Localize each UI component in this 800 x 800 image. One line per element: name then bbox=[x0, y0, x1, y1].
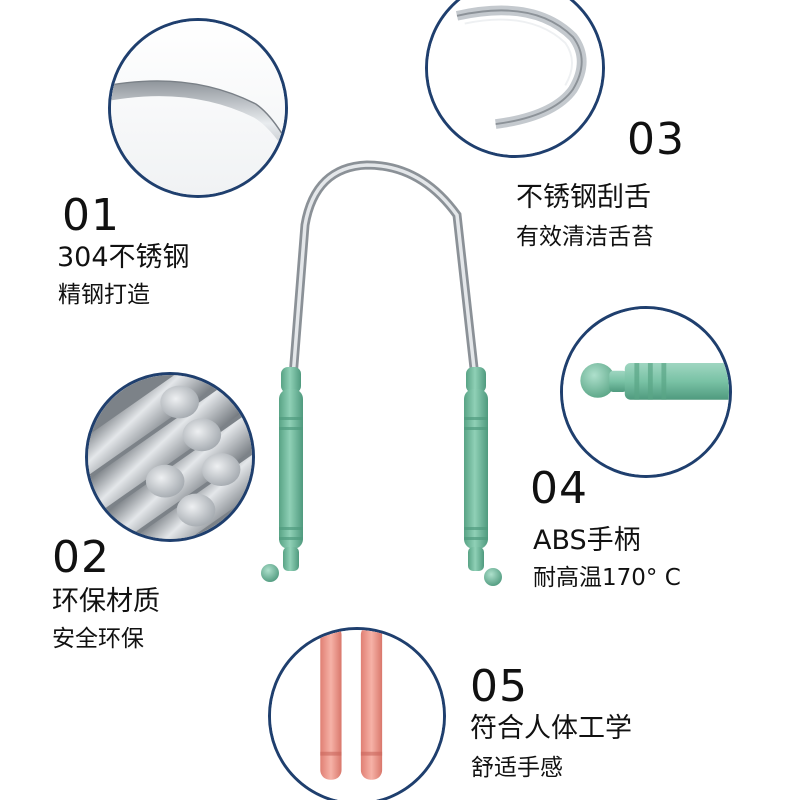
tongue-scraper-icon bbox=[235, 155, 525, 595]
feature-02-title: 环保材质 bbox=[52, 586, 160, 617]
scraper-edge-closeup-icon bbox=[425, 0, 605, 158]
feature-03-subtitle: 有效清洁舌苔 bbox=[516, 224, 654, 250]
feature-05-subtitle: 舒适手感 bbox=[471, 755, 563, 781]
handle-tip-closeup-icon bbox=[560, 306, 732, 478]
feature-05-title: 符合人体工学 bbox=[470, 713, 632, 744]
pink-handles-icon bbox=[268, 627, 446, 800]
feature-01-title: 304不锈钢 bbox=[57, 242, 190, 273]
feature-02-subtitle: 安全环保 bbox=[52, 626, 144, 652]
feature-02-number: 02 bbox=[52, 532, 110, 583]
feature-05-number: 05 bbox=[470, 661, 528, 712]
feature-01-subtitle: 精钢打造 bbox=[58, 282, 150, 308]
feature-04-subtitle: 耐高温170° C bbox=[533, 565, 681, 591]
feature-03-title: 不锈钢刮舌 bbox=[516, 182, 651, 213]
feature-03-number: 03 bbox=[627, 114, 685, 165]
steel-band-closeup-icon bbox=[108, 18, 288, 198]
feature-04-number: 04 bbox=[530, 463, 588, 514]
feature-01-number: 01 bbox=[62, 190, 120, 241]
feature-04-title: ABS手柄 bbox=[533, 525, 641, 556]
steel-rods-icon bbox=[85, 372, 255, 542]
